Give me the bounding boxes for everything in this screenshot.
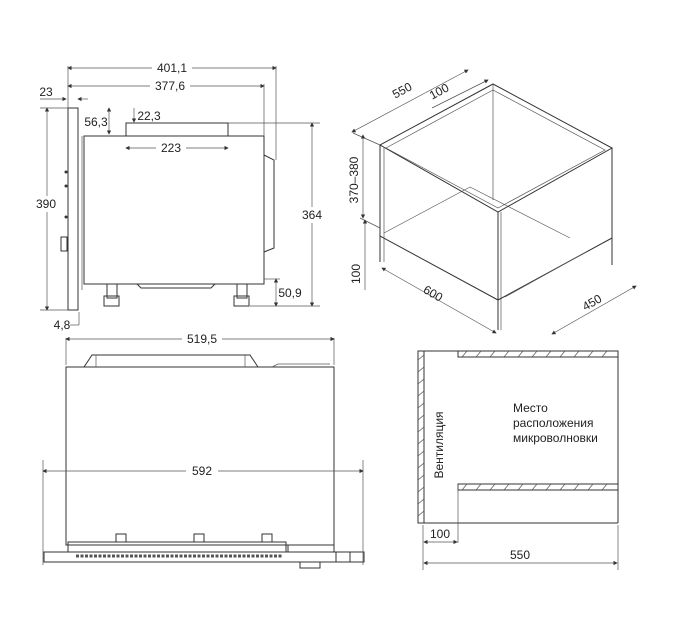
dim-top-cover-height: 22,3 (137, 109, 161, 123)
isometric-niche-view: 550 100 370–380 100 600 450 (347, 69, 637, 335)
dim-bottom-offset: 4,8 (54, 318, 71, 332)
dim-vent-gap: 100 (430, 527, 450, 541)
ventilation-label: Вентиляция (432, 411, 446, 478)
dim-body-width: 519,5 (187, 332, 217, 346)
dim-depth: 550 (390, 79, 415, 101)
dim-feet-height: 50,9 (278, 286, 302, 300)
dim-bottom-gap: 100 (349, 264, 363, 284)
dim-overall-depth: 401,1 (157, 61, 187, 75)
dim-total-height: 390 (36, 197, 56, 211)
dim-depth-bottom: 450 (580, 291, 605, 313)
dim-rear-gap: 100 (427, 80, 452, 102)
placement-label-line2: расположения (513, 416, 593, 430)
dim-body-height: 364 (302, 208, 322, 222)
dim-width: 600 (421, 282, 446, 304)
section-view: Вентиляция Место расположения микроволно… (417, 350, 619, 570)
dim-front-width: 592 (192, 464, 212, 478)
dim-front-panel: 23 (39, 85, 53, 99)
side-view: 401,1 377,6 23 56,3 22,3 223 390 364 50,… (30, 60, 328, 332)
top-view: 519,5 592 (42, 331, 365, 569)
dim-niche-height: 370–380 (347, 156, 361, 203)
placement-label-line3: микроволновки (513, 431, 598, 445)
placement-label-line1: Место (513, 401, 548, 415)
dim-section-depth: 550 (510, 548, 530, 562)
dim-body-depth: 377,6 (155, 79, 185, 93)
dim-top-cover-width: 223 (161, 141, 181, 155)
dim-top-offset: 56,3 (84, 115, 108, 129)
